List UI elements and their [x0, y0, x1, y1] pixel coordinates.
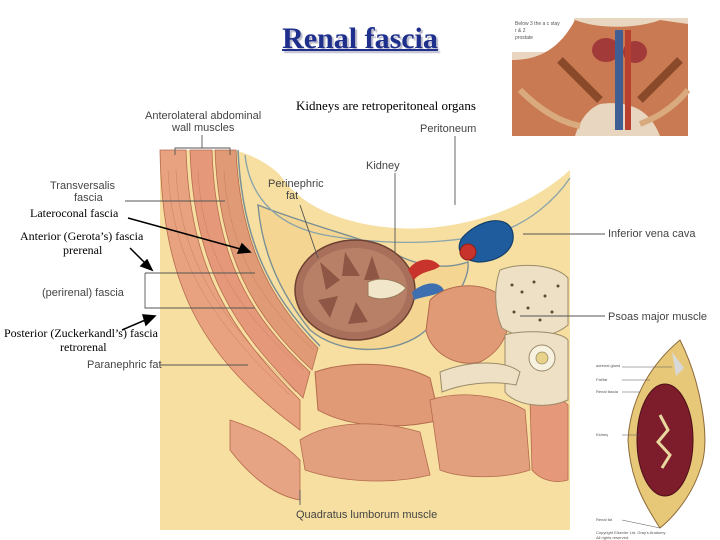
inset-label-fat: Fat/fat [596, 377, 608, 382]
inset-copyright-line2: All rights reserved. [596, 535, 630, 540]
label-perinephric-line1: Perinephric [268, 178, 324, 190]
quadratus-lumborum [314, 363, 441, 427]
renal-pyramids [318, 252, 380, 324]
inset-text-line3: prostate [515, 35, 534, 41]
label-transversalis-line1: Transversalis [50, 180, 115, 192]
transversalis-fascia-line [237, 149, 321, 347]
vertebral-body [495, 264, 569, 338]
peritoneum-line [244, 154, 571, 243]
inset-label-adrenal: adrenal gland [596, 363, 621, 368]
annotation-posterior-fascia-line2: retrorenal [60, 340, 107, 354]
inset-anatomy-photo [512, 18, 691, 136]
muscle-striations [167, 169, 315, 396]
bone-trabeculae [510, 280, 560, 322]
transverse-process [439, 362, 521, 393]
leader-lines [125, 135, 605, 505]
back-muscle-2 [429, 394, 531, 478]
label-transversalis-line2: fascia [74, 192, 103, 204]
slide-subtitle: Kidneys are retroperitoneal organs [296, 98, 476, 113]
inset-text-line2: r & 2 [515, 28, 526, 34]
inset-copyright-line1: Copyright Elsevier Ltd. Gray's Anatomy [596, 530, 666, 535]
annotation-posterior-fascia-line1: Posterior (Zuckerkandl’s) fascia [4, 326, 158, 340]
label-psoas-major: Psoas major muscle [608, 311, 708, 323]
renal-pelvis [367, 278, 407, 300]
label-perirenal-fascia: (perirenal) fascia [42, 287, 124, 299]
label-quadratus-lumborum: Quadratus lumborum muscle [296, 509, 438, 521]
label-paranephric-fat: Paranephric fat [87, 359, 162, 371]
label-inferior-vena-cava: Inferior vena cava [608, 228, 696, 240]
annotation-anterior-fascia-line1: Anterior (Gerota’s) fascia [20, 229, 144, 243]
renal-vein [412, 283, 444, 300]
peritoneal-cavity [230, 150, 570, 229]
inset-kidney-section [592, 328, 712, 536]
slide-title: Renal fascia [282, 22, 438, 55]
annotation-anterior-fascia-line2: prerenal [63, 243, 103, 257]
label-perinephric-line2: fat [286, 190, 299, 202]
inset-text-line1: Below 3 the a c stay [515, 21, 560, 27]
label-anterolateral-line1: Anterolateral abdominal [145, 110, 262, 122]
inset-label-renal-fascia: Renal fascia [596, 389, 619, 394]
aorta [459, 243, 477, 261]
label-kidney: Kidney [366, 160, 400, 172]
annotation-arrows [121, 217, 252, 331]
back-muscle-1 [299, 423, 431, 482]
abdominal-wall-muscle-middle [189, 149, 311, 399]
renal-artery [408, 259, 440, 280]
back-muscle-3 [529, 397, 569, 482]
label-anterolateral-line2: wall muscles [172, 122, 235, 134]
abdominal-wall-muscle-outer [159, 149, 301, 431]
spinal-cord [535, 351, 549, 365]
inset-label-renal-fat: Renal fat [596, 517, 613, 522]
abdominal-wall-muscle-inner [214, 149, 319, 371]
label-peritoneum: Peritoneum [420, 123, 477, 135]
inset-label-kidney: Kidney [596, 432, 609, 437]
annotation-lateroconal-fascia: Lateroconal fascia [30, 206, 119, 220]
